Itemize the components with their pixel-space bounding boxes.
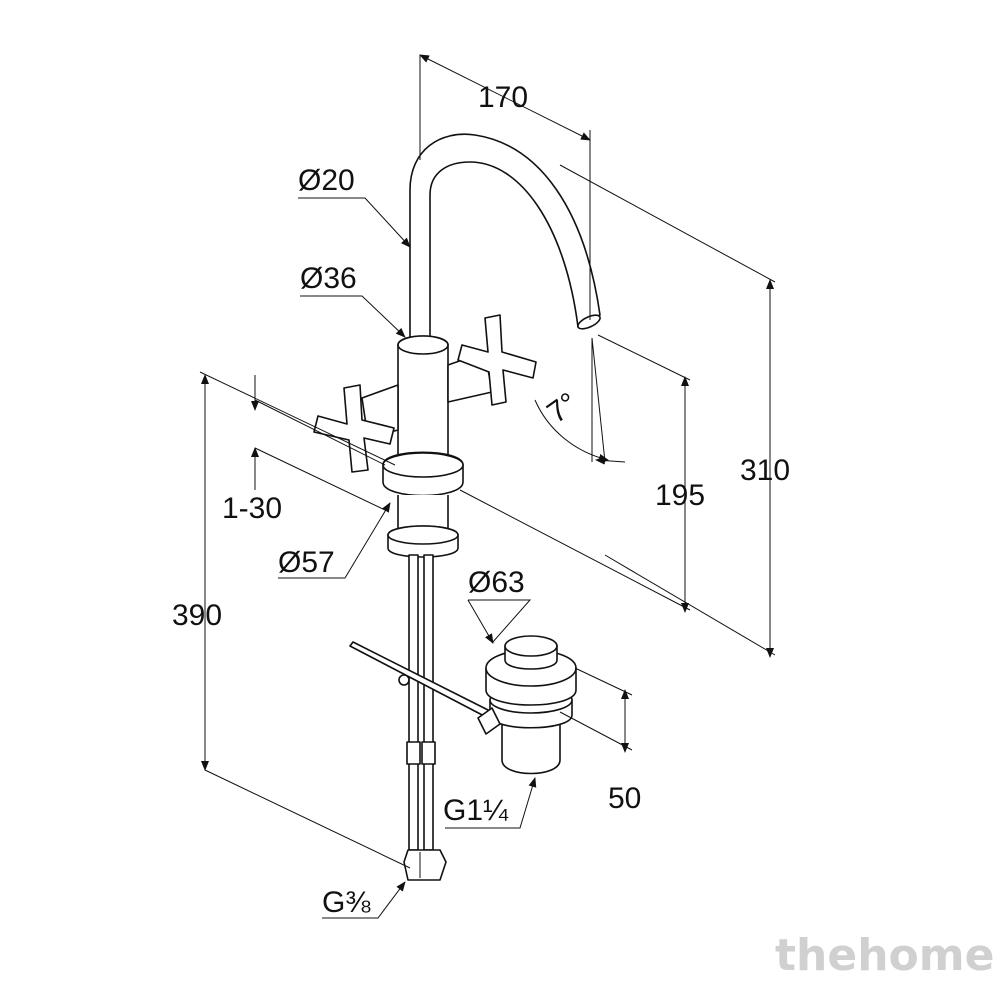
label-170: 170 (478, 81, 528, 114)
label-195: 195 (655, 479, 705, 512)
popup-waste (477, 635, 577, 775)
label-310: 310 (740, 454, 790, 487)
supply-hose-left (408, 554, 419, 851)
hose-nut (403, 849, 447, 881)
label-dia-36: Ø36 (300, 262, 357, 295)
label-390: 390 (172, 599, 222, 632)
label-dia-57: Ø57 (278, 546, 335, 579)
label-g-3-8: G⅜ (322, 886, 371, 919)
left-cross-handle (313, 384, 399, 473)
label-g-1-1-4: G1¼ (443, 794, 509, 827)
dimensions (199, 54, 776, 919)
label-1-30: 1-30 (222, 492, 282, 525)
upper-body (397, 335, 449, 466)
dimension-labels: 170 Ø20 Ø36 7° 195 310 1-30 Ø57 390 Ø63 … (172, 81, 790, 919)
label-angle-7: 7° (541, 386, 583, 429)
upper-body-top (397, 335, 449, 355)
right-cross-handle (447, 314, 537, 406)
supply-hose-right (423, 554, 434, 851)
label-dia-20: Ø20 (298, 164, 355, 197)
label-50: 50 (608, 782, 641, 815)
watermark-logo: thehome (775, 930, 994, 981)
faucet-drawing (313, 133, 601, 881)
popup-rod (349, 641, 493, 719)
spout (409, 133, 601, 346)
label-dia-63: Ø63 (468, 566, 525, 599)
spout-outlet (577, 314, 601, 330)
